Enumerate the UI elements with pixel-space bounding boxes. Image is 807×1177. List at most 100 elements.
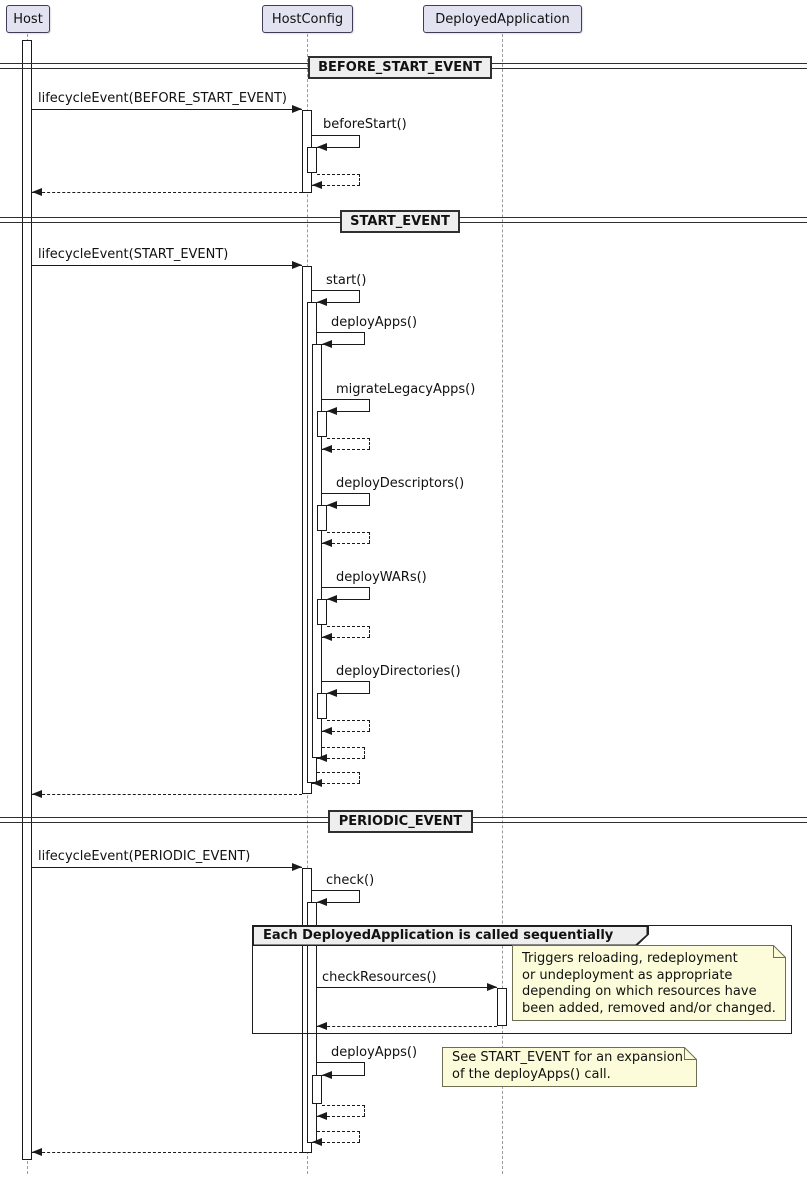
return-line	[369, 438, 370, 449]
self-call-line	[322, 587, 370, 588]
group-header-fill	[254, 927, 647, 945]
self-call-line	[322, 399, 370, 400]
return-line	[317, 758, 365, 759]
self-call-line	[327, 693, 370, 694]
arrowhead-left-icon	[322, 539, 332, 547]
arrowhead-left-icon	[312, 1138, 322, 1146]
note-shape-icon	[442, 1047, 697, 1087]
message-line	[32, 867, 302, 868]
return-line	[322, 1105, 365, 1106]
self-call-line	[322, 681, 370, 682]
return-line	[312, 1142, 360, 1143]
self-call-line	[364, 332, 365, 344]
activation-bar-nested	[317, 411, 327, 437]
return-line	[322, 637, 370, 638]
self-call-line	[317, 902, 360, 903]
activation-bar-deployedapplication	[497, 988, 507, 1026]
arrowhead-left-icon	[327, 595, 337, 603]
arrowhead-right-icon	[292, 105, 302, 113]
return-line	[369, 626, 370, 637]
return-line	[322, 747, 365, 748]
self-call-line	[327, 599, 370, 600]
arrowhead-left-icon	[317, 298, 327, 306]
activation-bar-nested	[317, 505, 327, 531]
note-triggers-reloading: Triggers reloading, redeployment or unde…	[512, 945, 786, 1021]
self-call-line	[312, 290, 360, 291]
message-line	[32, 109, 302, 110]
return-line	[317, 1116, 365, 1117]
arrowhead-left-icon	[322, 340, 332, 348]
arrowhead-left-icon	[322, 727, 332, 735]
message-label-deploywars: deployWARs()	[336, 570, 427, 585]
arrowhead-left-icon	[322, 445, 332, 453]
self-call-line	[369, 493, 370, 505]
divider-periodic-event: PERIODIC_EVENT	[328, 810, 473, 833]
return-line	[359, 174, 360, 185]
return-line	[369, 532, 370, 543]
arrowhead-left-icon	[322, 1071, 332, 1079]
return-line	[327, 532, 370, 533]
self-call-line	[369, 681, 370, 693]
lifeline-deployedapplication	[502, 34, 503, 1174]
self-call-line	[359, 890, 360, 902]
note-see-start-event: See START_EVENT for an expansion of the …	[442, 1047, 697, 1087]
self-call-line	[327, 505, 370, 506]
return-line	[322, 543, 370, 544]
activation-bar-host	[22, 40, 32, 1160]
note-text: Triggers reloading, redeployment or unde…	[522, 951, 776, 1016]
return-line-to-host	[32, 192, 302, 193]
arrowhead-left-icon	[327, 407, 337, 415]
message-label-migratelegacyapps: migrateLegacyApps()	[336, 382, 476, 397]
message-label-check: check()	[326, 873, 375, 888]
arrowhead-right-icon	[292, 261, 302, 269]
arrowhead-right-icon	[292, 863, 302, 871]
message-label-checkresources: checkResources()	[322, 970, 437, 985]
self-call-line	[317, 1062, 365, 1063]
self-call-line	[312, 135, 360, 136]
divider-before-start-event: BEFORE_START_EVENT	[308, 56, 492, 79]
activation-bar-nested	[317, 599, 327, 625]
return-line	[312, 185, 360, 186]
message-label-deployapps: deployApps()	[331, 315, 418, 330]
arrowhead-left-icon	[32, 790, 42, 798]
return-line	[317, 174, 360, 175]
return-line	[327, 626, 370, 627]
return-line	[317, 1026, 497, 1027]
return-line	[317, 1131, 360, 1132]
return-line	[327, 438, 370, 439]
message-label-deploydirectories: deployDirectories()	[336, 664, 461, 679]
participant-hostconfig: HostConfig	[262, 5, 353, 33]
return-line	[364, 747, 365, 758]
arrowhead-left-icon	[317, 898, 327, 906]
message-label-lifecycle-before-start: lifecycleEvent(BEFORE_START_EVENT)	[38, 91, 287, 106]
return-line	[359, 772, 360, 783]
participant-host: Host	[6, 5, 50, 33]
self-call-line	[359, 135, 360, 147]
message-label-deploydescriptors: deployDescriptors()	[336, 476, 465, 491]
divider-start-event: START_EVENT	[340, 210, 460, 233]
return-line	[327, 720, 370, 721]
self-call-line	[327, 411, 370, 412]
message-label-start: start()	[326, 273, 367, 288]
arrowhead-left-icon	[32, 188, 42, 196]
message-label-beforestart: beforeStart()	[323, 117, 407, 132]
self-call-line	[369, 399, 370, 411]
activation-bar-nested	[307, 147, 317, 173]
message-line	[32, 265, 302, 266]
self-call-line	[322, 344, 365, 345]
self-call-line	[322, 1075, 365, 1076]
arrowhead-left-icon	[317, 143, 327, 151]
self-call-line	[359, 290, 360, 302]
group-label: Each DeployedApplication is called seque…	[263, 928, 614, 943]
activation-bar-nested	[312, 1075, 322, 1104]
arrowhead-left-icon	[312, 181, 322, 189]
self-call-line	[317, 332, 365, 333]
return-line-to-host	[32, 1152, 302, 1153]
return-line	[369, 720, 370, 731]
self-call-line	[369, 587, 370, 599]
self-call-line	[364, 1062, 365, 1075]
message-label-lifecycle-periodic: lifecycleEvent(PERIODIC_EVENT)	[38, 849, 251, 864]
activation-bar-nested	[317, 693, 327, 719]
arrowhead-left-icon	[327, 689, 337, 697]
